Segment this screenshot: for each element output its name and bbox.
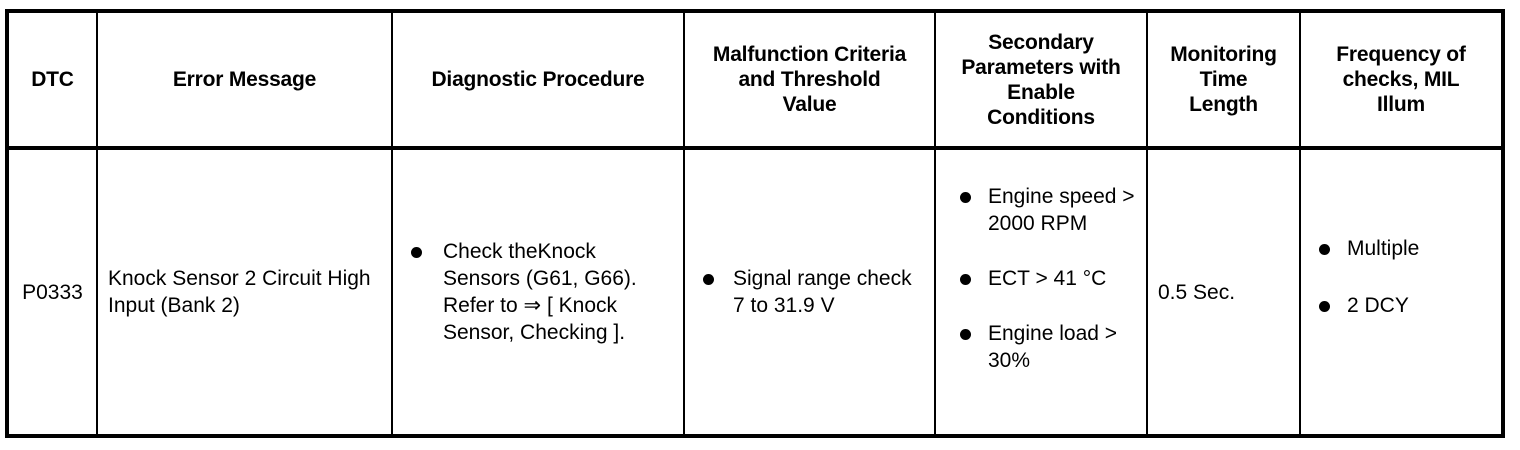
column-header-frequency-line-1: Frequency of bbox=[1336, 43, 1466, 66]
list-item-label: Multiple bbox=[1347, 237, 1420, 260]
cell-malfunction-criteria: Signal range check 7 to 31.9 V bbox=[684, 148, 936, 434]
list-item-label: Check theKnock Sensors (G61, G66). Refer… bbox=[443, 240, 637, 344]
column-header-monitoring-time-line-2: Time bbox=[1199, 68, 1248, 91]
bullet-dot-icon bbox=[703, 274, 714, 285]
list-item: Engine load > 30% bbox=[946, 320, 1136, 374]
list-item-label: Engine speed > 2000 RPM bbox=[988, 184, 1135, 235]
cell-frequency: Multiple 2 DCY bbox=[1300, 148, 1501, 434]
column-header-secondary-parameters-line-4: Conditions bbox=[987, 105, 1095, 129]
table-header-row: DTC Error Message Diagnostic Procedure M… bbox=[9, 13, 1501, 150]
column-header-dtc: DTC bbox=[9, 13, 98, 150]
column-header-malfunction-criteria-line-2: and Threshold bbox=[738, 68, 881, 91]
column-header-diagnostic-procedure: Diagnostic Procedure bbox=[392, 13, 685, 150]
dtc-diagnostic-table: DTC Error Message Diagnostic Procedure M… bbox=[9, 13, 1501, 434]
bullet-dot-icon bbox=[960, 273, 971, 285]
column-header-secondary-parameters-line-1: Secondary bbox=[988, 30, 1094, 54]
column-header-error-message-line-1: Error Message bbox=[172, 68, 317, 91]
column-header-monitoring-time: Monitoring Time Length bbox=[1147, 13, 1301, 150]
secondary-parameters-list: Engine speed > 2000 RPM ECT > 41 °C Engi… bbox=[946, 183, 1136, 374]
cell-secondary-parameters: Engine speed > 2000 RPM ECT > 41 °C Engi… bbox=[935, 148, 1148, 434]
column-header-malfunction-criteria-line-3: Value bbox=[782, 93, 837, 116]
diagnostic-procedure-list: Check theKnock Sensors (G61, G66). Refer… bbox=[403, 238, 673, 346]
malfunction-criteria-list: Signal range check 7 to 31.9 V bbox=[695, 265, 924, 319]
frequency-list: Multiple 2 DCY bbox=[1311, 235, 1491, 319]
bullet-dot-icon bbox=[1319, 244, 1330, 255]
table-row: P0333 Knock Sensor 2 Circuit High Input … bbox=[9, 148, 1501, 434]
column-header-monitoring-time-line-3: Length bbox=[1189, 93, 1258, 116]
column-header-malfunction-criteria: Malfunction Criteria and Threshold Value bbox=[684, 13, 936, 150]
bullet-dot-icon bbox=[1319, 301, 1330, 312]
column-header-frequency-line-2: checks, MIL bbox=[1342, 68, 1460, 91]
column-header-frequency: Frequency of checks, MIL Illum bbox=[1300, 13, 1501, 150]
column-header-secondary-parameters-line-2: Parameters with bbox=[961, 55, 1121, 79]
cell-diagnostic-procedure: Check theKnock Sensors (G61, G66). Refer… bbox=[392, 148, 685, 434]
list-item: Check theKnock Sensors (G61, G66). Refer… bbox=[403, 238, 673, 346]
cell-monitoring-time: 0.5 Sec. bbox=[1147, 148, 1301, 434]
list-item-label: Engine load > 30% bbox=[988, 321, 1118, 372]
list-item: Engine speed > 2000 RPM bbox=[946, 183, 1136, 237]
list-item-label: Signal range check 7 to 31.9 V bbox=[733, 267, 912, 317]
dtc-table-container: DTC Error Message Diagnostic Procedure M… bbox=[5, 9, 1505, 438]
column-header-monitoring-time-line-1: Monitoring bbox=[1170, 43, 1277, 66]
list-item: 2 DCY bbox=[1311, 292, 1491, 319]
column-header-malfunction-criteria-line-1: Malfunction Criteria bbox=[712, 43, 907, 66]
bullet-dot-icon bbox=[411, 247, 422, 258]
column-header-frequency-line-3: Illum bbox=[1376, 93, 1425, 116]
list-item: Signal range check 7 to 31.9 V bbox=[695, 265, 924, 319]
bullet-dot-icon bbox=[960, 328, 971, 340]
column-header-diagnostic-procedure-line-1: Diagnostic Procedure bbox=[431, 68, 645, 91]
column-header-secondary-parameters: Secondary Parameters with Enable Conditi… bbox=[935, 13, 1148, 150]
column-header-dtc-line-1: DTC bbox=[31, 68, 74, 91]
cell-dtc: P0333 bbox=[9, 148, 98, 434]
list-item-label: 2 DCY bbox=[1347, 294, 1409, 317]
column-header-secondary-parameters-line-3: Enable bbox=[1007, 80, 1075, 104]
list-item: Multiple bbox=[1311, 235, 1491, 262]
list-item: ECT > 41 °C bbox=[946, 265, 1136, 292]
cell-error-message: Knock Sensor 2 Circuit High Input (Bank … bbox=[97, 148, 393, 434]
list-item-label: ECT > 41 °C bbox=[988, 266, 1107, 290]
bullet-dot-icon bbox=[960, 191, 971, 203]
column-header-error-message: Error Message bbox=[97, 13, 393, 150]
